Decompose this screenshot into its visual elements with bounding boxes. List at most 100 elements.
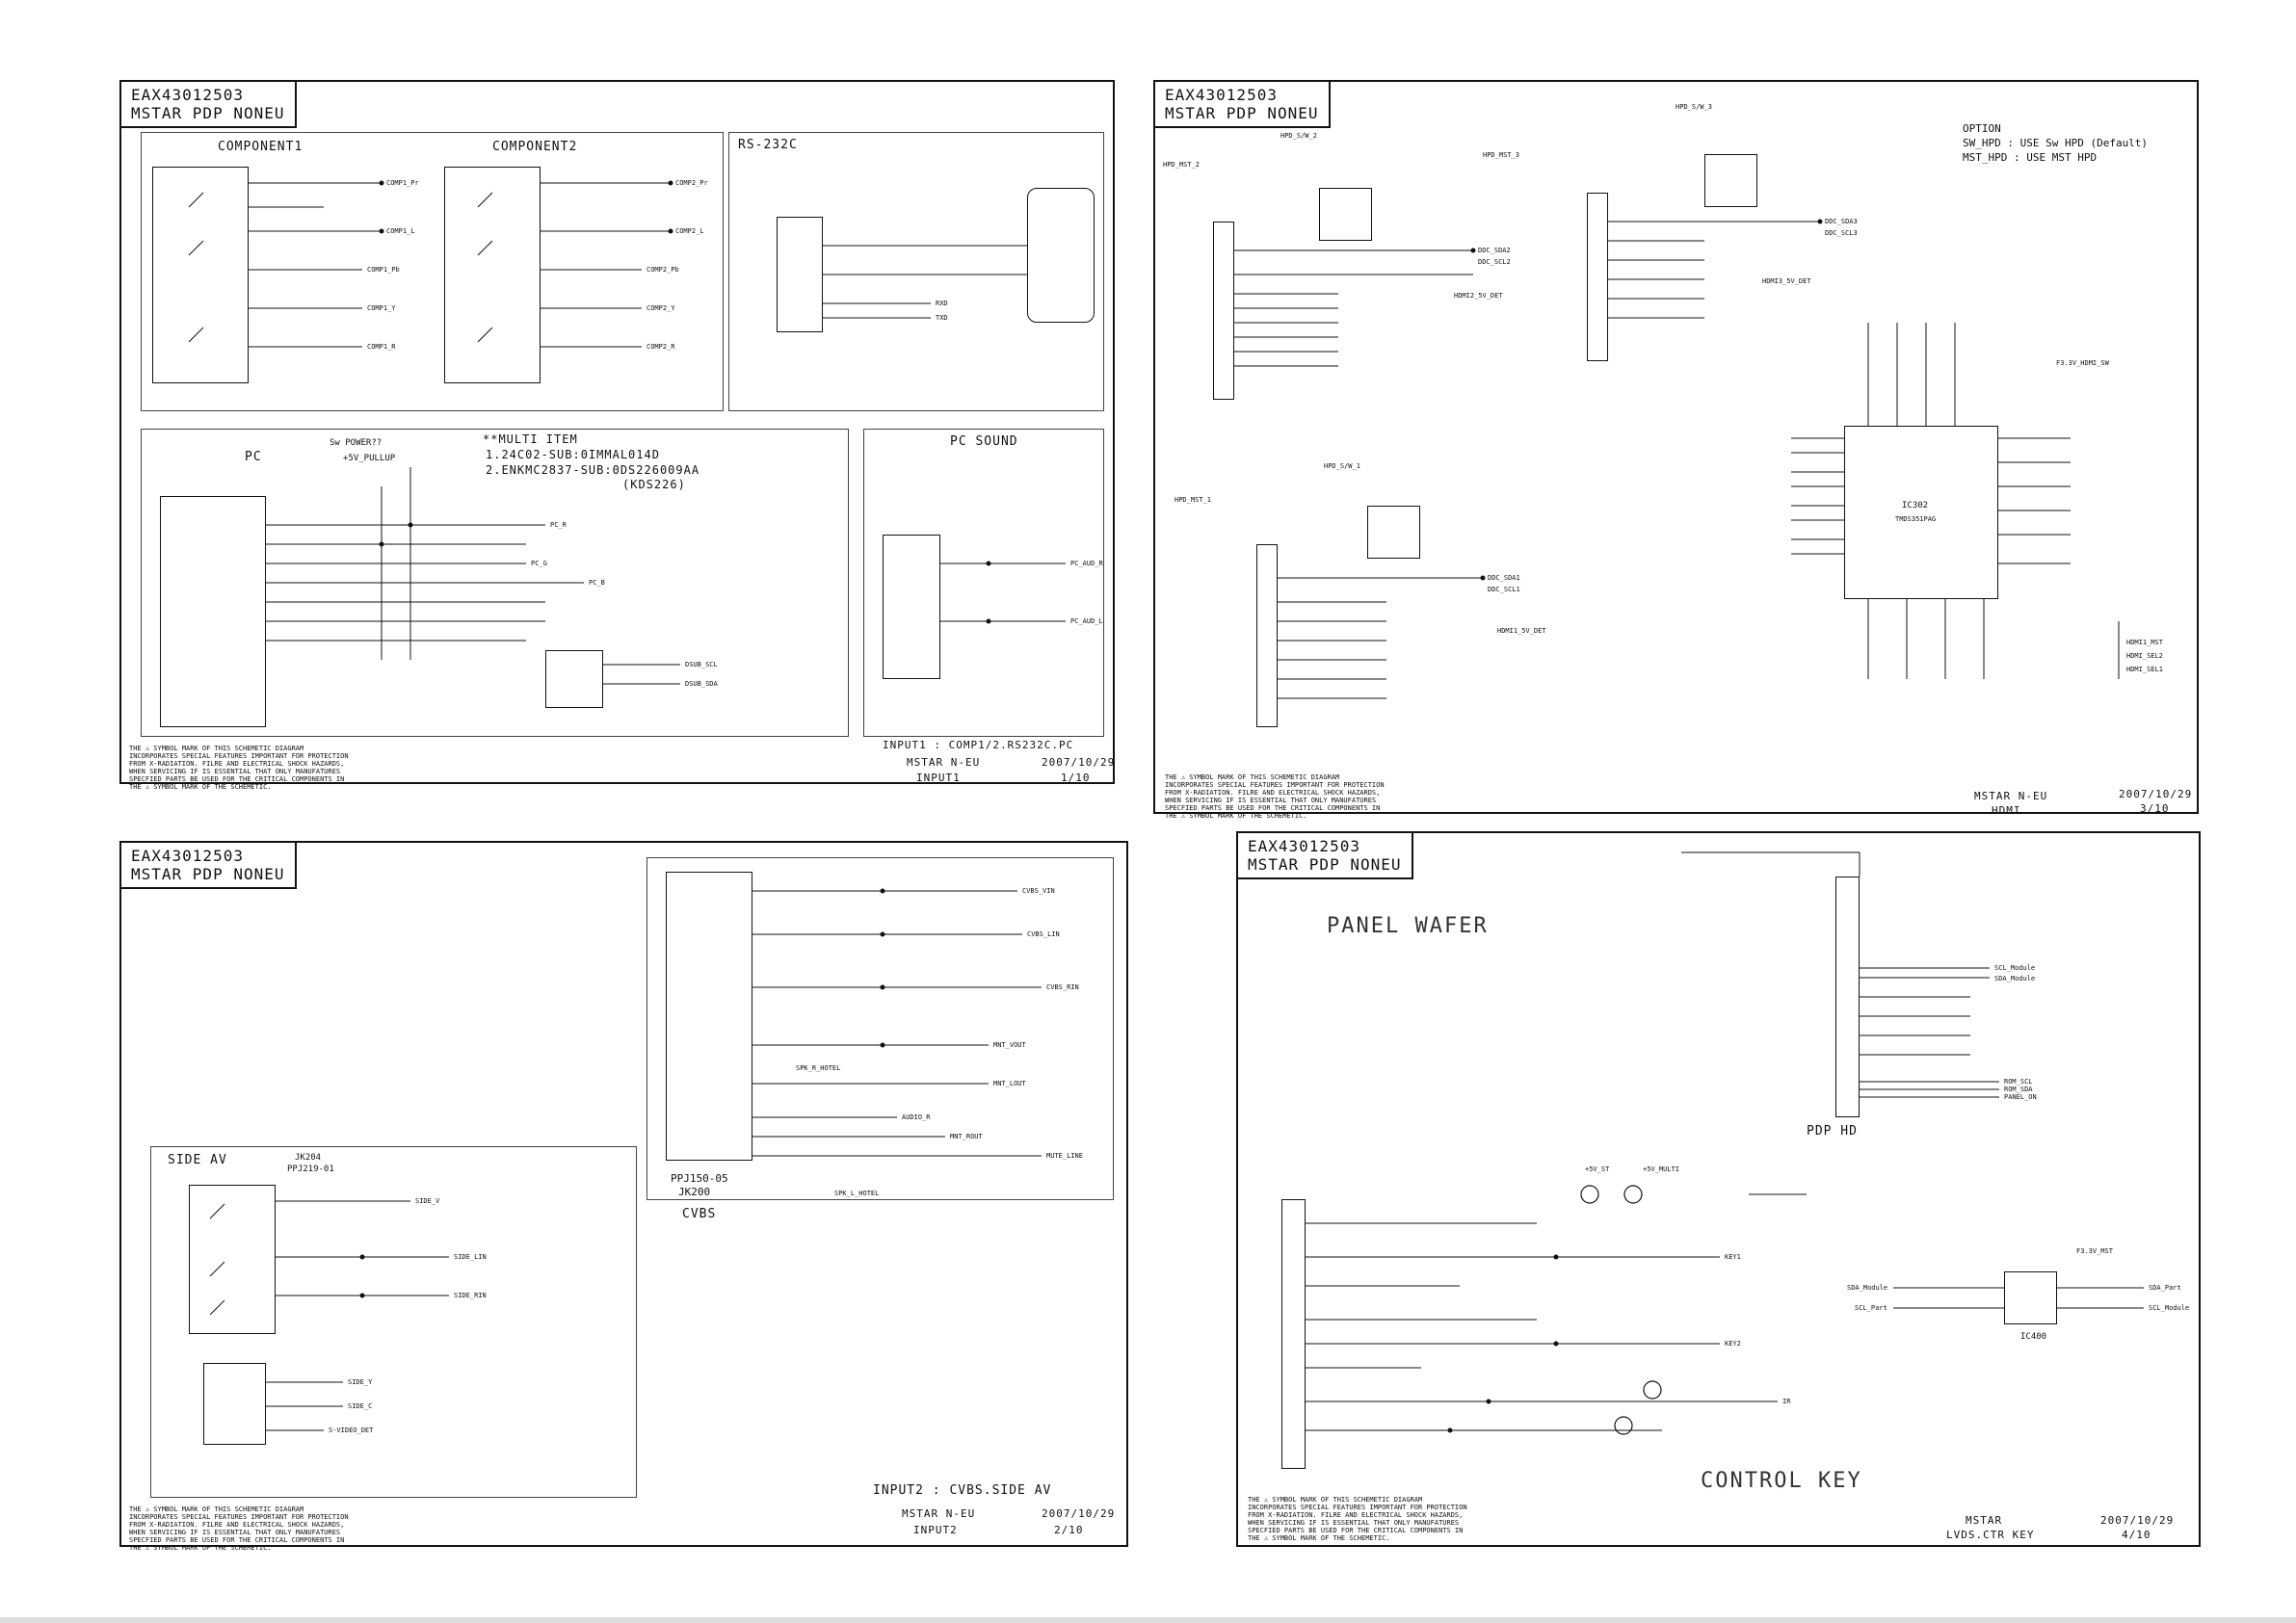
net-label: HDMI1_5V_DET <box>1497 627 1546 635</box>
net-label: IR <box>1782 1398 1791 1405</box>
net-label: COMP2_R <box>647 343 675 351</box>
sheet-company: MSTAR N-EU <box>902 1507 976 1520</box>
eeprom-hdmi2 <box>1319 188 1372 241</box>
side-jack: JK204 <box>295 1153 322 1163</box>
rs232c-label: RS-232C <box>738 138 798 152</box>
side-av-label: SIDE AV <box>168 1153 227 1167</box>
pc-sound-label: PC SOUND <box>950 434 1018 449</box>
sheet-page: 1/10 <box>1061 772 1091 784</box>
net-label: KEY1 <box>1725 1253 1741 1261</box>
net-label: HDMI1_MST <box>2126 639 2163 646</box>
sheet-company: MSTAR N-EU <box>907 756 981 769</box>
input2-wires <box>209 888 1042 1431</box>
net-label: SPK_L_HOTEL <box>834 1190 880 1197</box>
multi-item-2: 2.ENKMC2837-SUB:0DS226009AA <box>486 463 700 477</box>
sheet-name: INPUT2 <box>913 1524 958 1536</box>
net-label: SDA_Module <box>1994 975 2036 982</box>
net-label: HDMI_SEL1 <box>2126 666 2163 673</box>
net-label: MUTE_LINE <box>1046 1152 1083 1160</box>
safety-note: THE ⚠ SYMBOL MARK OF THIS SCHEMETIC DIAG… <box>1248 1496 1467 1542</box>
ic400-label: IC400 <box>2020 1332 2047 1342</box>
pc-block <box>141 429 849 737</box>
panel-wafer-label: PANEL WAFER <box>1327 914 1489 938</box>
hdmi-switch-ic <box>1844 426 1998 599</box>
hdmi-ic-name: IC302 <box>1902 501 1929 510</box>
control-wires <box>1306 851 2144 1435</box>
net-label: CVBS_RIN <box>1046 983 1079 991</box>
component2-jack <box>444 167 541 383</box>
net-label: RXD <box>936 300 948 307</box>
pc-sound-block <box>863 429 1104 737</box>
net-label: HDMI2_5V_DET <box>1454 292 1503 300</box>
net-label: SIDE_RIN <box>454 1292 487 1299</box>
sheet-company: MSTAR N-EU <box>1974 790 2048 802</box>
multi-item-3: (KDS226) <box>622 478 686 491</box>
net-label: SDA_Module <box>1847 1284 1888 1292</box>
sheet-page: 3/10 <box>2140 802 2170 815</box>
net-label: COMP2_Pr <box>675 179 708 187</box>
hdmi1-connector <box>1256 544 1278 727</box>
net-label: SPK_R_HOTEL <box>796 1064 841 1072</box>
net-label: CVBS_LIN <box>1027 930 1060 938</box>
net-label: +5V_MULTI <box>1643 1165 1679 1173</box>
sheet-name: INPUT1 <box>916 772 961 784</box>
sheet-name: LVDS.CTR KEY <box>1946 1529 2035 1541</box>
net-label: PC_B <box>589 579 605 587</box>
net-label: TXD <box>936 314 948 322</box>
net-label: +5V_ST <box>1585 1165 1610 1173</box>
net-label: COMP1_Y <box>367 304 396 312</box>
net-label: AUDIO_R <box>902 1113 931 1121</box>
input1-wires <box>188 180 1066 685</box>
sheet-caption: INPUT2 : CVBS.SIDE AV <box>873 1483 1052 1498</box>
cvbs-jack <box>666 872 752 1161</box>
eeprom-hdmi3 <box>1704 154 1757 207</box>
net-label: HPD_MST_3 <box>1483 151 1519 159</box>
pdp-hd-label: PDP HD <box>1807 1124 1858 1139</box>
net-label: DDC_SCL2 <box>1478 258 1511 266</box>
cvbs-block <box>647 857 1114 1200</box>
component1-jack <box>152 167 249 383</box>
net-label: SCL_Module <box>1994 964 2036 972</box>
net-label: HPD_S/W_3 <box>1676 103 1712 111</box>
sheet-date: 2007/10/29 <box>2100 1514 2175 1527</box>
net-label: COMP1_R <box>367 343 396 351</box>
net-label: ROM_SCL <box>2004 1078 2033 1086</box>
cvbs-label: CVBS <box>682 1207 717 1221</box>
net-label: S-VIDEO_DET <box>329 1427 374 1434</box>
side-part: PPJ219-01 <box>287 1165 334 1174</box>
net-label: SCL_Part <box>1855 1304 1887 1312</box>
net-label: PANEL_ON <box>2004 1093 2037 1101</box>
safety-note: THE ⚠ SYMBOL MARK OF THIS SCHEMETIC DIAG… <box>1165 773 1385 820</box>
net-label: DDC_SCL3 <box>1825 229 1858 237</box>
net-label: SIDE_V <box>415 1197 440 1205</box>
pc-sound-jack <box>883 535 940 679</box>
net-label: DDC_SCL1 <box>1488 586 1520 593</box>
option-2: MST_HPD : USE MST HPD <box>1963 151 2098 164</box>
component-block <box>141 132 724 411</box>
net-label: DDC_SDA2 <box>1478 247 1511 254</box>
option-title: OPTION <box>1963 122 2001 135</box>
ic400 <box>2004 1271 2057 1324</box>
key-connector <box>1281 1199 1306 1469</box>
sheet-page: 2/10 <box>1054 1524 1084 1536</box>
net-label: DSUB_SDA <box>685 680 718 688</box>
net-label: HDMI_SEL2 <box>2126 652 2163 660</box>
side-av-block <box>150 1146 637 1498</box>
safety-note: THE ⚠ SYMBOL MARK OF THIS SCHEMETIC DIAG… <box>129 1505 349 1552</box>
cvbs-part: PPJ150-05 <box>671 1172 728 1185</box>
net-label: PC_G <box>531 560 547 567</box>
net-label: SDA_Part <box>2149 1284 2181 1292</box>
pc-dsub <box>160 496 266 727</box>
cvbs-ref: JK200 <box>678 1186 711 1198</box>
eeprom-ic <box>545 650 603 708</box>
sheet-page: 4/10 <box>2122 1529 2151 1541</box>
sw-power-label: Sw POWER?? <box>330 438 383 448</box>
svideo-jack <box>203 1363 266 1445</box>
hdmi-wires <box>1234 219 2120 699</box>
